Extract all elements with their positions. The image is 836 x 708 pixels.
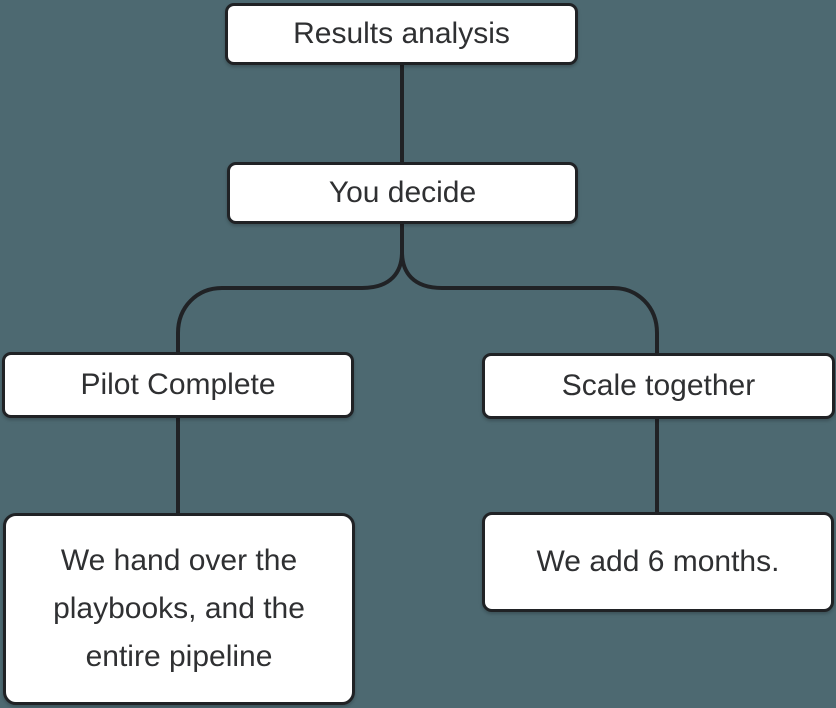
connector-decide-to-pilot bbox=[176, 222, 404, 353]
node-you-decide: You decide bbox=[227, 162, 578, 224]
node-results-analysis-label: Results analysis bbox=[293, 17, 510, 50]
node-pilot-complete-label: Pilot Complete bbox=[80, 368, 276, 401]
node-you-decide-label: You decide bbox=[328, 176, 477, 209]
node-scale-together-label: Scale together bbox=[561, 369, 756, 402]
node-scale-together: Scale together bbox=[482, 353, 835, 419]
node-add-six-months: We add 6 months. bbox=[482, 512, 834, 612]
node-results-analysis: Results analysis bbox=[225, 3, 578, 65]
node-pilot-complete: Pilot Complete bbox=[2, 352, 354, 418]
node-add-six-months-label: We add 6 months. bbox=[536, 545, 780, 578]
connector-decide-to-scale bbox=[400, 251, 659, 354]
node-handover: We hand over the playbooks, and the enti… bbox=[3, 513, 355, 705]
node-handover-label: We hand over the playbooks, and the enti… bbox=[53, 544, 305, 673]
